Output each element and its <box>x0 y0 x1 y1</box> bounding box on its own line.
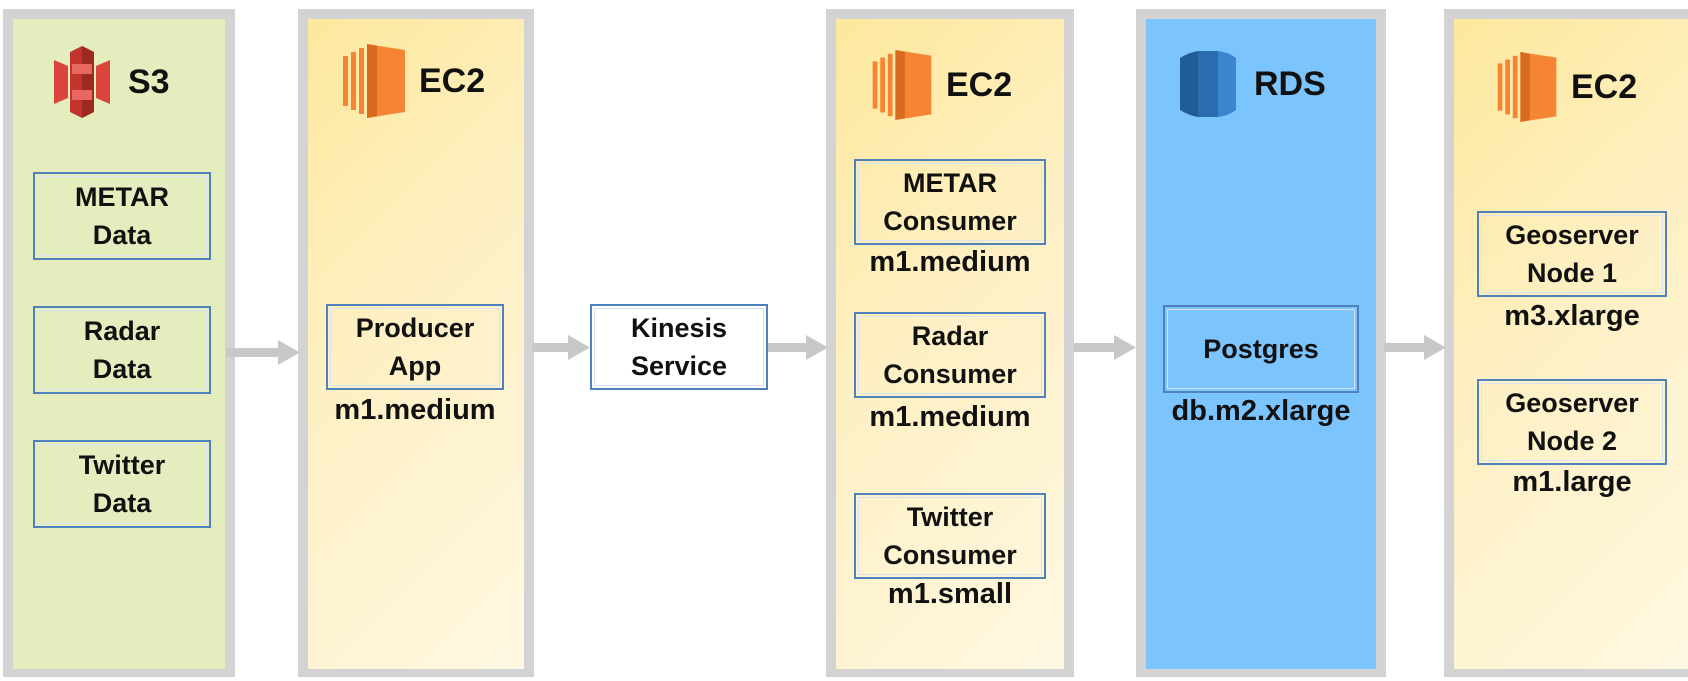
arrow-consumers-to-rds <box>1074 335 1136 360</box>
postgres-label: Postgres <box>1203 334 1319 364</box>
twitter-consumer-instance-type: m1.small <box>887 578 1013 610</box>
rds-instance-type: db.m2.xlarge <box>1171 395 1351 427</box>
ec2-instance-icon <box>872 50 932 120</box>
radar-consumer-instance-type: m1.medium <box>869 401 1031 433</box>
radar-data-line2: Data <box>92 354 152 384</box>
kinesis-line2: Service <box>630 351 728 381</box>
geoserver-node2-line1: Geoserver <box>1505 388 1639 418</box>
kinesis-line1: Kinesis <box>630 313 728 343</box>
rds-title: RDS <box>1254 64 1326 103</box>
rds-database-icon <box>1180 51 1236 117</box>
ec2-producer-header: EC2 <box>343 44 485 118</box>
radar-consumer-line2: Consumer <box>883 359 1017 389</box>
twitter-consumer-line2: Consumer <box>883 540 1017 570</box>
ec2-geoserver-header: EC2 <box>1497 52 1637 122</box>
metar-consumer-line2: Consumer <box>883 206 1017 236</box>
ec2-geoserver-title: EC2 <box>1571 67 1638 106</box>
metar-consumer-instance-type: m1.medium <box>869 246 1031 278</box>
metar-consumer-line1: METAR <box>903 168 997 198</box>
ec2-geoserver-panel <box>1444 9 1688 677</box>
arrow-s3-to-producer <box>226 340 300 365</box>
arrow-rds-to-geoserver <box>1384 335 1446 360</box>
arrow-kinesis-to-consumers <box>768 335 828 360</box>
geoserver-node1-line1: Geoserver <box>1505 220 1639 250</box>
twitter-consumer-line1: Twitter <box>906 502 994 532</box>
rds-panel <box>1136 9 1386 677</box>
ec2-producer-title: EC2 <box>419 61 486 100</box>
geoserver-node2-instance-type: m1.large <box>1512 466 1632 498</box>
ec2-consumers-panel <box>826 9 1074 677</box>
ec2-instance-icon <box>1497 52 1557 122</box>
ec2-consumers-header: EC2 <box>872 50 1012 120</box>
geoserver-node1-line2: Node 1 <box>1526 258 1618 288</box>
ec2-instance-icon <box>343 44 405 118</box>
ec2-producer-panel <box>298 9 534 677</box>
s3-panel <box>3 9 235 677</box>
radar-data-line1: Radar <box>83 316 161 346</box>
metar-data-line2: Data <box>92 220 152 250</box>
producer-instance-type: m1.medium <box>334 394 496 426</box>
rds-header: RDS <box>1176 48 1326 120</box>
geoserver-node2-line2: Node 2 <box>1526 426 1618 456</box>
s3-bucket-icon <box>54 46 110 118</box>
postgres-box: Postgres <box>1163 305 1359 393</box>
metar-consumer-box: METAR Consumer <box>854 159 1046 245</box>
twitter-data-line2: Data <box>92 488 152 518</box>
geoserver-node1-instance-type: m3.xlarge <box>1504 300 1640 332</box>
metar-data-line1: METAR <box>75 182 169 212</box>
metar-data-box: METAR Data <box>33 172 211 260</box>
ec2-consumers-title: EC2 <box>946 65 1013 104</box>
producer-app-line2: App <box>388 351 442 381</box>
arrow-producer-to-kinesis <box>532 335 590 360</box>
s3-header: S3 <box>50 46 170 118</box>
s3-title: S3 <box>128 62 170 101</box>
producer-app-line1: Producer <box>355 313 475 343</box>
twitter-data-line1: Twitter <box>78 450 166 480</box>
radar-consumer-line1: Radar <box>911 321 989 351</box>
